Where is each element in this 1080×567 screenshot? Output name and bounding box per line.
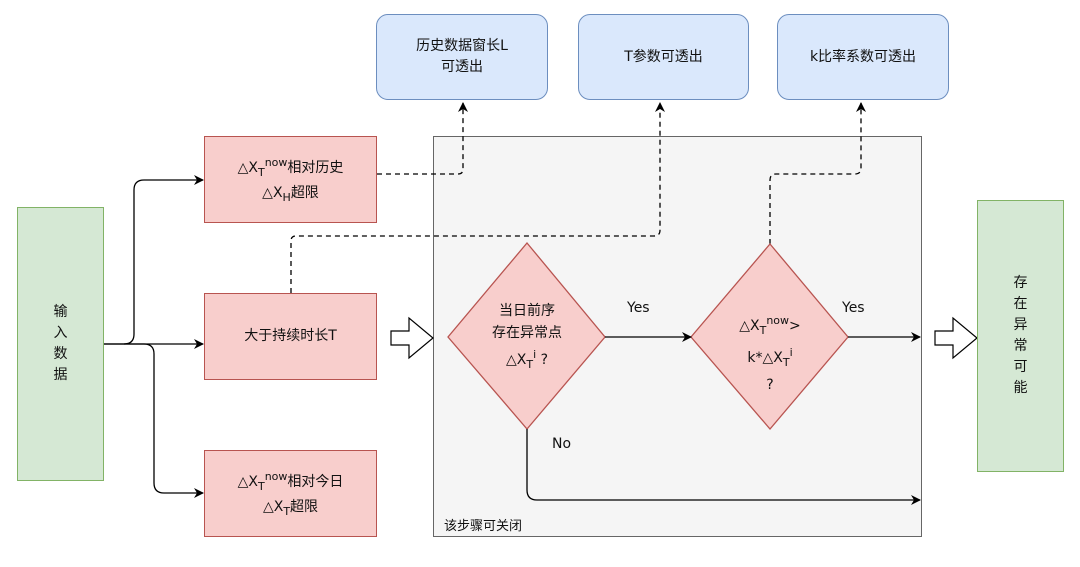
input-char: 入: [53, 325, 68, 341]
param-label: k比率系数可透出: [809, 48, 917, 65]
edge-label-yes-1: Yes: [627, 300, 650, 316]
output-char: 在: [1013, 296, 1028, 312]
output-char: 能: [1013, 380, 1028, 396]
input-char: 输: [53, 304, 68, 320]
output-char: 存: [1013, 275, 1028, 291]
group-label: 该步骤可关闭: [444, 519, 523, 534]
edge-duration-to-param-T: [290, 102, 665, 293]
param-T: T参数可透出: [578, 14, 749, 100]
edge-input-to-history: [104, 175, 204, 345]
decision-ratio: [690, 242, 849, 431]
output-anomaly-box: 存 在 异 常 可 能: [977, 200, 1064, 472]
edge-input-to-today: [124, 343, 204, 498]
condition-label: 大于持续时长T: [244, 328, 337, 344]
block-arrow-to-output: [934, 316, 978, 360]
param-k: k比率系数可透出: [777, 14, 949, 100]
edge-decision2-to-param-k: [769, 102, 866, 244]
condition-duration: 大于持续时长T: [204, 293, 377, 380]
output-char: 常: [1013, 338, 1028, 354]
param-label: 可透出: [441, 59, 483, 75]
param-label: T参数可透出: [624, 48, 703, 65]
condition-today-exceed: △XTnow相对今日 △XT超限: [204, 450, 377, 537]
edge-no: [526, 429, 921, 505]
condition-line-1: △XTnow相对历史: [237, 155, 344, 179]
edge-label-no: No: [552, 436, 572, 452]
output-char: 可: [1013, 359, 1028, 375]
input-data-box: 输 入 数 据: [17, 207, 104, 481]
edge-history-to-param-L: [377, 102, 468, 175]
input-char: 数: [53, 346, 68, 362]
condition-line-1: △XTnow相对今日: [237, 469, 344, 493]
input-char: 据: [53, 367, 68, 383]
param-label: 历史数据窗长L: [416, 38, 508, 54]
condition-line-2: △XT超限: [262, 498, 319, 518]
edge-label-yes-2: Yes: [842, 300, 865, 316]
block-arrow-into-group: [390, 316, 434, 360]
decision-prior-anomaly-text: 当日前序 存在异常点 △XTi ?: [492, 303, 562, 371]
condition-line-2: △XH超限: [262, 184, 319, 204]
decision-ratio-text: △XTnow> k*△XTi ?: [739, 314, 801, 393]
param-history-window: 历史数据窗长L 可透出: [376, 14, 548, 100]
output-char: 异: [1013, 317, 1028, 333]
condition-history-exceed: △XTnow相对历史 △XH超限: [204, 136, 377, 223]
